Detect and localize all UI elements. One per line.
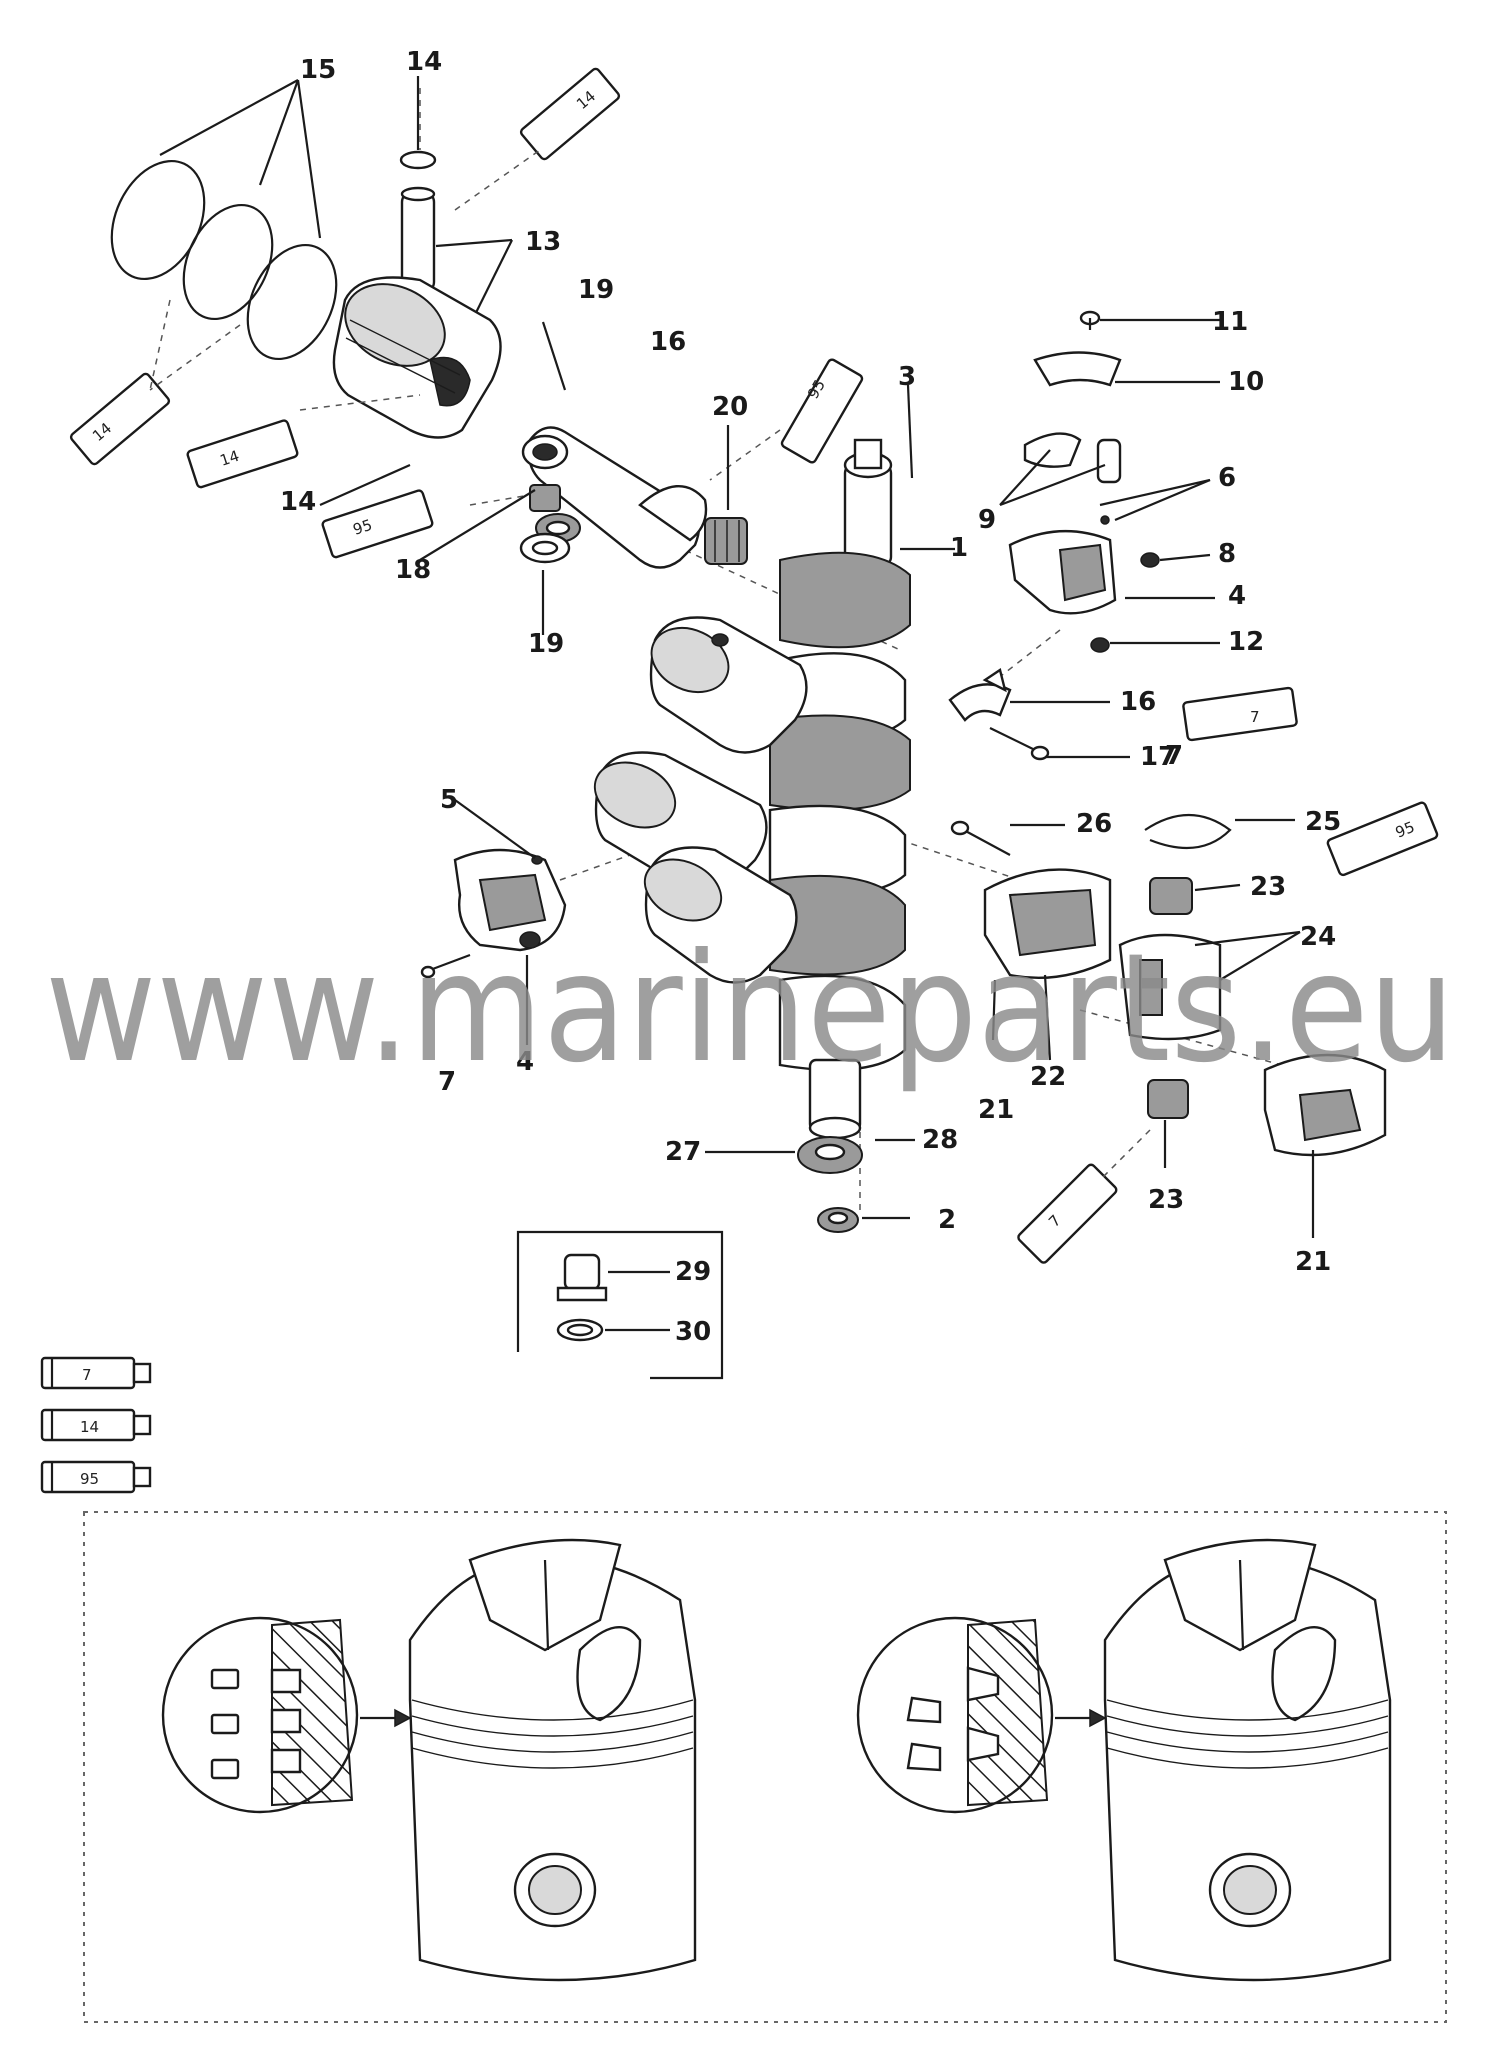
detail-piston-right bbox=[1103, 1538, 1392, 1982]
piston-3-installed bbox=[643, 846, 798, 984]
bearing-race-16 bbox=[948, 668, 1012, 722]
retainer-24 bbox=[1118, 933, 1222, 1041]
callout-1: 1 bbox=[950, 533, 968, 563]
detail-frame bbox=[83, 1511, 1447, 2023]
callout-numbers: 1 2 3 4 4 5 6 7 7 8 9 10 11 12 13 14 14 … bbox=[280, 47, 1341, 1347]
bearing-shell-21-upper bbox=[983, 868, 1112, 980]
lubricant-tube-5: 95 bbox=[780, 358, 864, 464]
callout-10: 10 bbox=[1228, 367, 1264, 397]
svg-text:7: 7 bbox=[1250, 708, 1260, 726]
gear-27 bbox=[797, 1136, 863, 1174]
callout-9: 9 bbox=[978, 505, 996, 535]
callout-15: 15 bbox=[300, 55, 336, 85]
piston-assembly-top bbox=[332, 276, 502, 439]
legend-tube-95: 95 bbox=[40, 1460, 152, 1494]
needle-bearing-20 bbox=[704, 517, 748, 565]
detail-piston-left bbox=[408, 1538, 697, 1982]
lubricant-tube-8: 7 bbox=[1017, 1163, 1118, 1264]
leader-lines bbox=[319, 318, 1315, 1332]
callout-28: 28 bbox=[922, 1125, 958, 1155]
callout-21-right: 21 bbox=[1295, 1247, 1331, 1277]
bearing-shell-21-lower bbox=[1263, 1053, 1387, 1157]
callout-18: 18 bbox=[395, 555, 431, 585]
needle-bearing-23-lower bbox=[1147, 1079, 1189, 1119]
lubricant-tube-1: 14 bbox=[519, 67, 621, 161]
wrist-pin bbox=[399, 76, 513, 356]
screw-17 bbox=[989, 727, 1050, 761]
callout-13: 13 bbox=[525, 227, 561, 257]
callout-8: 8 bbox=[1218, 539, 1236, 569]
ring-25 bbox=[1144, 813, 1232, 850]
callout-4-lower: 4 bbox=[516, 1047, 534, 1077]
pin-26 bbox=[950, 820, 1011, 856]
callout-20: 20 bbox=[712, 392, 748, 422]
callout-27: 27 bbox=[665, 1137, 701, 1167]
svg-text:7: 7 bbox=[82, 1366, 92, 1384]
legend-tube-14: 14 bbox=[40, 1408, 152, 1442]
callout-24: 24 bbox=[1300, 922, 1336, 952]
crankshaft bbox=[768, 438, 911, 1140]
needle-bearing-23-upper bbox=[1149, 877, 1193, 915]
callout-23-lower: 23 bbox=[1148, 1185, 1184, 1215]
callout-2: 2 bbox=[938, 1205, 956, 1235]
lubricant-tube-2: 14 bbox=[69, 372, 171, 466]
nut-2 bbox=[817, 1207, 859, 1233]
piston-rings bbox=[110, 79, 338, 361]
bearing-cap-lower-left bbox=[420, 848, 567, 979]
svg-text:95: 95 bbox=[1393, 818, 1417, 842]
bearing-cap-upper bbox=[1008, 310, 1160, 653]
svg-text:95: 95 bbox=[80, 1470, 99, 1488]
callout-19-bottom: 19 bbox=[528, 629, 564, 659]
callout-22: 22 bbox=[1030, 1062, 1066, 1092]
watermark: www.marineparts.eu bbox=[45, 922, 1455, 1096]
svg-text:95: 95 bbox=[351, 516, 375, 539]
callout-16-upper: 16 bbox=[650, 327, 686, 357]
detail-ring-groove-left bbox=[161, 1616, 412, 1814]
legend-tube-7: 7 bbox=[40, 1356, 152, 1390]
callout-5: 5 bbox=[440, 785, 458, 815]
callout-17: 17 bbox=[1140, 742, 1176, 772]
detail-ring-groove-right bbox=[856, 1616, 1107, 1814]
callout-25: 25 bbox=[1305, 807, 1341, 837]
lubricant-tube-3: 14 bbox=[186, 419, 299, 489]
lubricant-tube-4: 95 bbox=[321, 489, 434, 559]
callout-12: 12 bbox=[1228, 627, 1264, 657]
callout-30: 30 bbox=[675, 1317, 711, 1347]
svg-text:14: 14 bbox=[80, 1418, 99, 1436]
lubricant-tube-7: 95 bbox=[1326, 801, 1439, 877]
callout-6: 6 bbox=[1218, 463, 1236, 493]
callout-29: 29 bbox=[675, 1257, 711, 1287]
callout-16-lower: 16 bbox=[1120, 687, 1156, 717]
callout-14-left: 14 bbox=[280, 487, 316, 517]
connecting-rod bbox=[519, 426, 708, 569]
callout-23-upper: 23 bbox=[1250, 872, 1286, 902]
callout-11: 11 bbox=[1212, 307, 1248, 337]
callout-19-top: 19 bbox=[578, 275, 614, 305]
piston-1-installed bbox=[649, 616, 808, 754]
callout-26: 26 bbox=[1076, 809, 1112, 839]
svg-text:14: 14 bbox=[218, 447, 242, 470]
lubricant-tube-6: 7 bbox=[1182, 686, 1298, 742]
callout-7-right: 7 bbox=[1165, 741, 1183, 771]
callout-7-left: 7 bbox=[438, 1067, 456, 1097]
callout-3: 3 bbox=[898, 362, 916, 392]
inset-box bbox=[516, 1230, 724, 1380]
callout-21-mid: 21 bbox=[978, 1095, 1014, 1125]
callout-4-upper: 4 bbox=[1228, 581, 1246, 611]
callout-14-top: 14 bbox=[406, 47, 442, 77]
